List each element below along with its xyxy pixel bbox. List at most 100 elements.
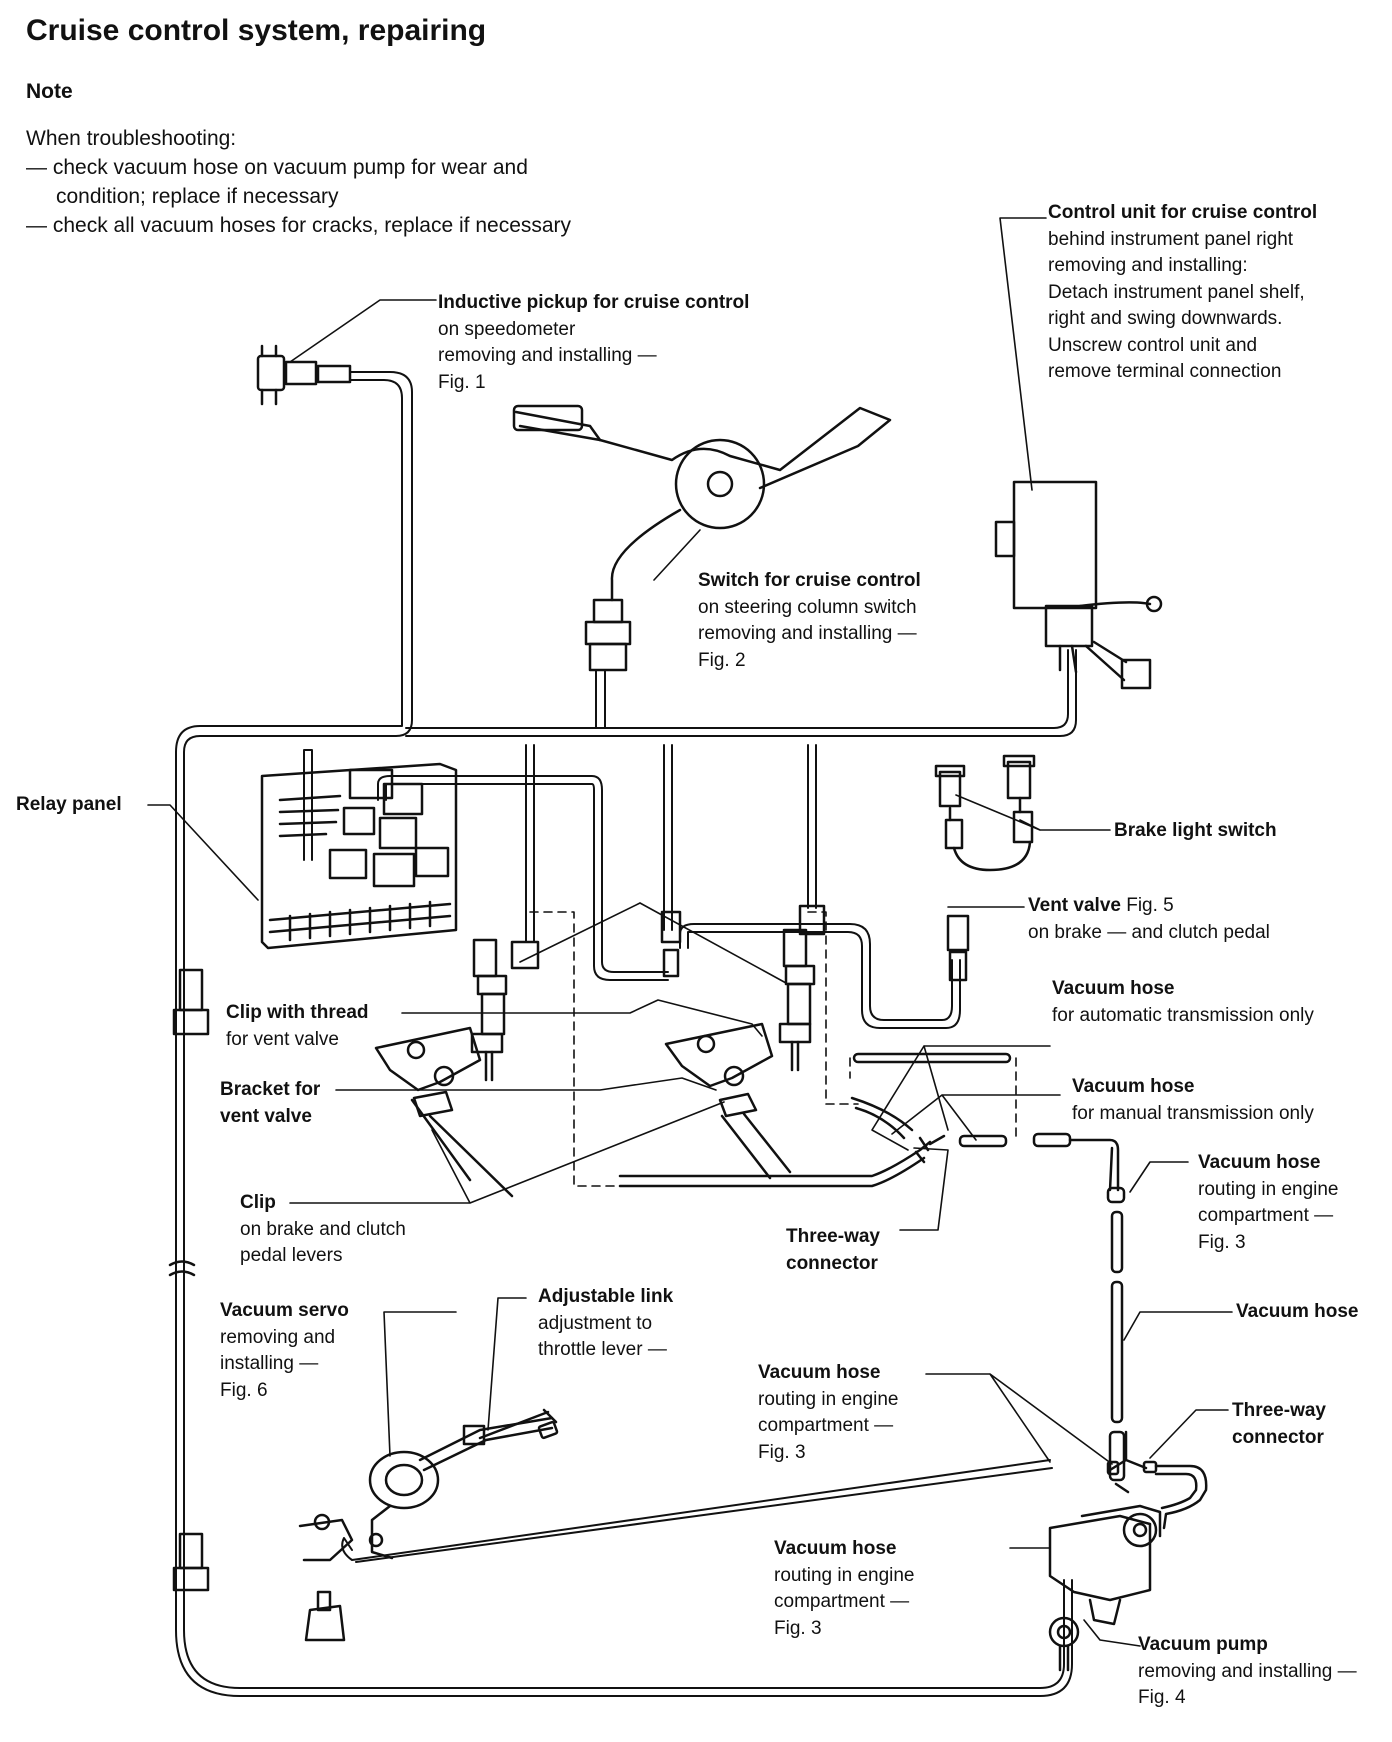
callout-vacuum-servo: Vacuum servo removing and installing — F…: [220, 1298, 349, 1404]
vent-valve-leader: [519, 902, 1025, 984]
vacuum-servo-line-1: removing and: [220, 1326, 336, 1348]
vacuum-pump-title: Vacuum pump: [1138, 1634, 1268, 1655]
vacuum-servo-part: [298, 1416, 1053, 1642]
control-unit-line-4: right and swing downwards.: [1048, 308, 1283, 329]
relay-panel-part: [260, 762, 458, 950]
vacuum-hose-manual-title: Vacuum hose: [1072, 1076, 1195, 1097]
bracket-right: [664, 1022, 792, 1180]
inductive-pickup-part: [256, 344, 352, 406]
control-unit-line-5: Unscrew control unit and: [1048, 334, 1258, 356]
note-block: When troubleshooting: — check vacuum hos…: [26, 124, 616, 240]
three-way-2-leader: [1149, 1409, 1229, 1459]
three-way-2-title-line-2: connector: [1232, 1426, 1324, 1448]
relay-panel-title: Relay panel: [16, 794, 122, 815]
vent-valve-right: [778, 928, 816, 1072]
vacuum-hose-engine-1-line-1: routing in engine: [1198, 1178, 1339, 1200]
clip-pedal-leader: [289, 1101, 725, 1204]
vacuum-hose-manual-leader: [891, 1094, 1061, 1141]
brake-light-leader: [955, 794, 1111, 831]
vacuum-hose-auto-line-1: for automatic transmission only: [1052, 1004, 1314, 1026]
page-title: Cruise control system, repairing: [26, 14, 487, 47]
vent-valve-line-1: on brake — and clutch pedal: [1028, 921, 1270, 943]
vacuum-hose-plain-title: Vacuum hose: [1236, 1301, 1359, 1322]
control-unit-line-1: behind instrument panel right: [1048, 228, 1294, 250]
inductive-pickup-line-1: on speedometer: [438, 318, 576, 340]
vacuum-servo-line-3: Fig. 6: [220, 1379, 268, 1401]
callout-adjustable-link: Adjustable link adjustment to throttle l…: [538, 1284, 673, 1364]
callout-vacuum-pump: Vacuum pump removing and installing — Fi…: [1138, 1632, 1357, 1712]
vacuum-hose-manual-line-1: for manual transmission only: [1072, 1102, 1314, 1124]
vacuum-hose-engine-3-line-1: routing in engine: [774, 1564, 915, 1586]
control-unit-part: [994, 480, 1163, 690]
callout-three-way-2: Three-way connector: [1232, 1398, 1326, 1451]
vacuum-hose-engine-2-leader: [925, 1373, 1113, 1465]
callout-vacuum-hose-engine-1: Vacuum hose routing in engine compartmen…: [1198, 1150, 1339, 1256]
note-item-1: — check vacuum hose on vacuum pump for w…: [26, 156, 528, 208]
vacuum-hose-engine-1-title: Vacuum hose: [1198, 1152, 1321, 1173]
vacuum-pump-line-1: removing and installing —: [1138, 1660, 1357, 1682]
bracket-title-line-2: vent valve: [220, 1105, 312, 1127]
wiring-harness: [175, 371, 1077, 1697]
vacuum-hose-engine-2-line-3: Fig. 3: [758, 1441, 806, 1463]
callout-vacuum-hose-engine-3: Vacuum hose routing in engine compartmen…: [774, 1536, 915, 1642]
vacuum-hoses: [618, 1052, 1130, 1494]
dashed-hose-routing: [529, 911, 1017, 1187]
control-unit-leader: [999, 217, 1047, 491]
control-unit-line-6: remove terminal connection: [1048, 361, 1282, 382]
vacuum-hose-plain-leader: [1123, 1311, 1233, 1341]
inductive-pickup-line-2: removing and installing —: [438, 345, 657, 366]
vacuum-hose-auto-title: Vacuum hose: [1052, 978, 1175, 999]
callout-cruise-switch: Switch for cruise control on steering co…: [698, 568, 921, 674]
vacuum-pump-part: [1048, 1504, 1162, 1672]
vacuum-hose-engine-2-title: Vacuum hose: [758, 1362, 881, 1383]
brake-light-switch-title: Brake light switch: [1114, 820, 1277, 841]
cruise-switch-line-2: removing and installing —: [698, 623, 917, 644]
clip-thread-line-1: for vent valve: [226, 1028, 339, 1050]
vacuum-servo-line-2: installing —: [220, 1353, 319, 1374]
vacuum-hose-engine-2-line-1: routing in engine: [758, 1388, 899, 1410]
clip-pedal-title: Clip: [240, 1192, 276, 1213]
inductive-pickup-leader: [289, 299, 437, 363]
three-way-1-leader: [899, 1147, 949, 1231]
three-way-1-title-line-1: Three-way: [786, 1226, 880, 1247]
bracket-left: [374, 1026, 514, 1198]
vacuum-hose-engine-3-line-2: compartment —: [774, 1591, 910, 1612]
vacuum-hose-engine-1-line-3: Fig. 3: [1198, 1231, 1246, 1253]
inductive-pickup-title: Inductive pickup for cruise control: [438, 292, 750, 313]
callout-vacuum-hose-auto: Vacuum hose for automatic transmission o…: [1052, 976, 1314, 1029]
cruise-switch-line-3: Fig. 2: [698, 649, 746, 671]
callout-brake-light-switch: Brake light switch: [1114, 818, 1277, 845]
control-unit-line-2: removing and installing:: [1048, 255, 1248, 276]
brake-light-switch-part: [934, 754, 1036, 872]
vacuum-servo-title: Vacuum servo: [220, 1300, 349, 1321]
control-unit-title: Control unit for cruise control: [1048, 202, 1318, 223]
vacuum-hose-engine-2-line-2: compartment —: [758, 1415, 894, 1436]
callout-vacuum-hose-manual: Vacuum hose for manual transmission only: [1072, 1074, 1314, 1127]
callout-vent-valve: Vent valve Fig. 5 on brake — and clutch …: [1028, 893, 1270, 946]
clip-thread-title: Clip with thread: [226, 1002, 369, 1023]
adjustable-link-leader: [487, 1297, 527, 1431]
adjustable-link-title: Adjustable link: [538, 1286, 674, 1307]
vacuum-hose-engine-3-title: Vacuum hose: [774, 1538, 897, 1559]
three-way-connector-2: [1106, 1430, 1208, 1530]
vacuum-hose-engine-3-line-3: Fig. 3: [774, 1617, 822, 1639]
inductive-pickup-line-3: Fig. 1: [438, 371, 486, 393]
vacuum-hose-engine-1-line-2: compartment —: [1198, 1205, 1334, 1226]
cruise-switch-leader: [653, 529, 701, 581]
control-unit-line-3: Detach instrument panel shelf,: [1048, 281, 1305, 303]
note-heading: Note: [26, 80, 73, 103]
relay-panel-leader: [147, 804, 259, 901]
callout-clip-thread: Clip with thread for vent valve: [226, 1000, 369, 1053]
clip-pedal-line-1: on brake and clutch: [240, 1218, 406, 1240]
callout-control-unit: Control unit for cruise control behind i…: [1048, 200, 1317, 386]
vacuum-hose-auto-leader: [871, 1045, 1051, 1151]
cruise-switch-part: [512, 404, 892, 672]
vacuum-pump-leader: [1083, 1619, 1141, 1647]
cruise-switch-title: Switch for cruise control: [698, 570, 921, 591]
clip-thread-leader: [401, 999, 763, 1037]
vent-valve-left: [470, 938, 508, 1082]
vacuum-pump-line-2: Fig. 4: [1138, 1687, 1186, 1708]
bracket-leader: [335, 1077, 717, 1091]
vacuum-servo-leader: [383, 1311, 457, 1457]
